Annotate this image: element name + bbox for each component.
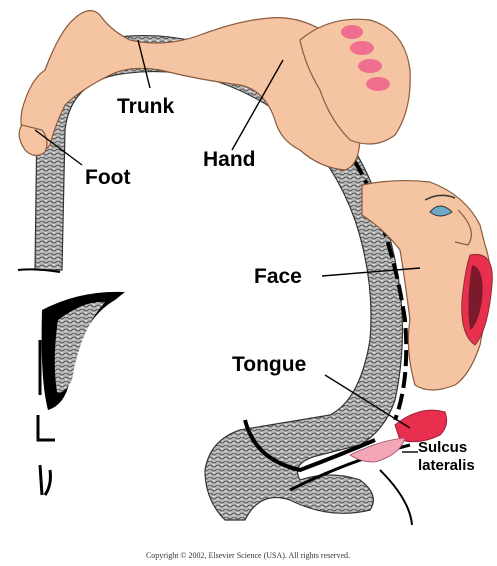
fingernail-3 xyxy=(358,59,382,73)
label-sulcus-line1: Sulcus xyxy=(418,439,467,456)
fingernail-2 xyxy=(350,41,374,55)
left-fragment-line-2 xyxy=(38,415,55,440)
left-fragment-line-3 xyxy=(40,465,50,495)
label-foot: Foot xyxy=(85,166,130,189)
copyright-text: Copyright © 2002, Elsevier Science (USA)… xyxy=(146,551,350,560)
label-trunk: Trunk xyxy=(117,95,174,118)
label-tongue: Tongue xyxy=(232,353,306,376)
label-sulcus-line2: lateralis xyxy=(418,457,475,474)
sulcus-right-edge xyxy=(380,470,412,525)
tongue-shape xyxy=(395,410,447,441)
fingernail-4 xyxy=(366,77,390,91)
label-hand: Hand xyxy=(203,148,256,171)
label-face: Face xyxy=(254,265,302,288)
fingernail-1 xyxy=(341,25,363,39)
